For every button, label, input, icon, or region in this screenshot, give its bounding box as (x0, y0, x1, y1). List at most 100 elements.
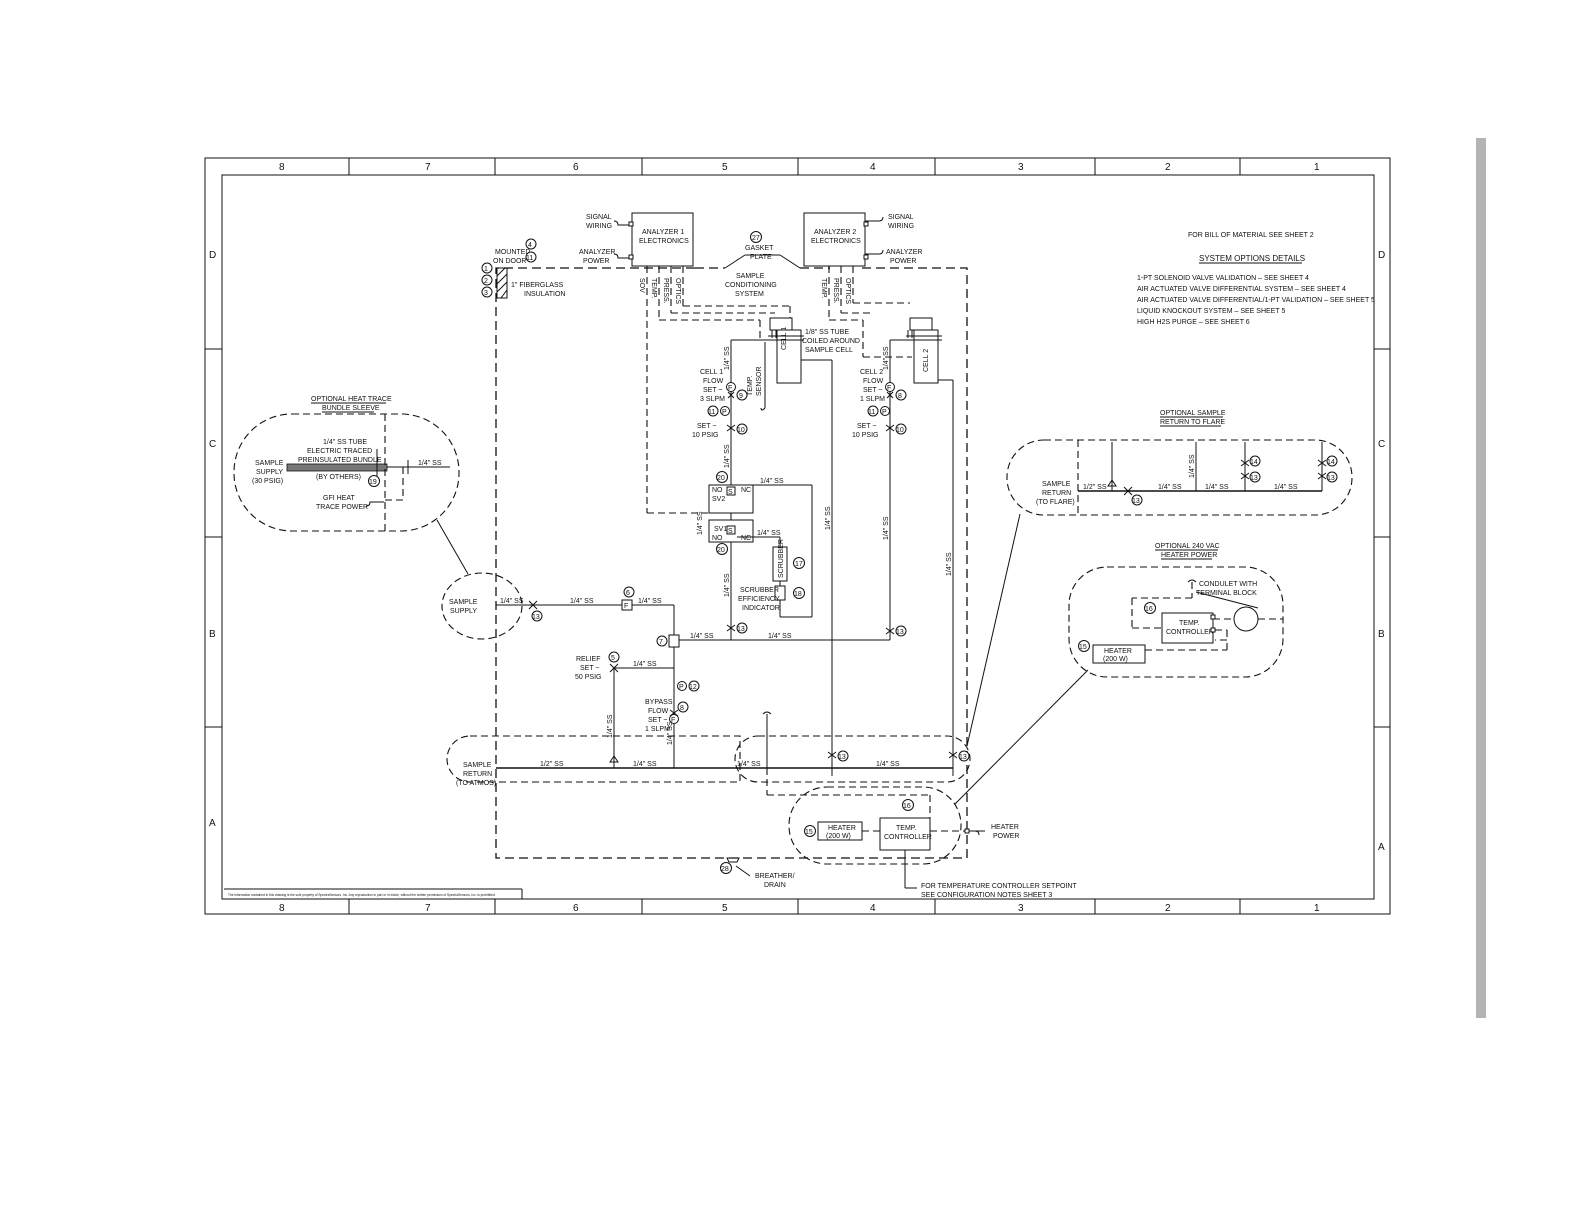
cell-1-pressure-symbol: P (722, 409, 727, 416)
zone-col-4-bottom: 4 (870, 903, 876, 914)
breather-drain: 28 BREATHER/ DRAIN (720, 857, 795, 889)
cell-2-flow-symbol: F (887, 385, 891, 392)
cell-1-tube-line3: SAMPLE CELL (805, 347, 853, 354)
bundle-line4: (BY OTHERS) (316, 474, 361, 481)
bundle-line2: ELECTRIC TRACED (307, 448, 372, 455)
heater240-heater-line2: (200 W) (1103, 656, 1128, 663)
option-item: AIR ACTUATED VALVE DIFFERENTIAL SYSTEM –… (1137, 286, 1346, 293)
zone-row-c: C (209, 439, 216, 450)
cell-1-set-line2: 10 PSIG (692, 432, 718, 439)
zone-row-a-right: A (1378, 842, 1385, 853)
main-ctrl: TEMP. (896, 825, 917, 832)
sample-supply-header: 13 1/4" SS 1/4" SS 1/4" SS F 6 7 1/4" SS… (496, 586, 890, 768)
tube-supply-b: 1/4" SS (570, 598, 594, 605)
cell-1-tube-line2: COILED AROUND (802, 338, 860, 345)
zone-row-d: D (209, 250, 216, 261)
cell-1-flow-line3: SET ~ (703, 387, 723, 394)
sample-supply-line1: SAMPLE (449, 599, 478, 606)
analyzer-1-name-line2: ELECTRONICS (639, 238, 689, 245)
cell-2-flow-line1: CELL 2 (860, 369, 883, 376)
callout-13: 13 (532, 614, 540, 621)
tube-return-half: 1/2" SS (540, 761, 564, 768)
flare-detail: OPTIONAL SAMPLE RETURN TO FLARE SAMPLE R… (966, 410, 1353, 747)
vertical-scrollbar[interactable] (1476, 138, 1486, 1018)
cell-1-tube-line1: 1/8" SS TUBE (805, 329, 849, 336)
tube-cell2-exhaust: 1/4" SS (946, 552, 953, 576)
mounted-label: MOUNTED ON DOOR 4 11 1 2 3 1" FIBERGLASS… (481, 238, 566, 298)
zone-col-3: 3 (1018, 162, 1024, 173)
callout-4: 4 (528, 242, 532, 249)
callout-13: 13 (1250, 475, 1258, 482)
flare-line2: RETURN (1042, 490, 1071, 497)
callout-28: 28 (721, 866, 729, 873)
cell-1-sensor-line2: SENSOR (756, 366, 763, 396)
callout-10: 10 (896, 427, 904, 434)
analyzer-1-signal: SIGNAL (586, 214, 612, 221)
sample-return-line2: RETURN (463, 771, 492, 778)
insulation-hatch (496, 267, 508, 299)
zone-col-2: 2 (1165, 162, 1171, 173)
sample-supply-line2: SUPPLY (450, 608, 477, 615)
callout-14: 14 (1250, 459, 1258, 466)
analyzer-1-power: ANALYZER (579, 249, 615, 256)
scrubber-name: SCRUBBER (778, 539, 785, 578)
option-item: 1-PT SOLENOID VALVE VALIDATION – SEE SHE… (1137, 275, 1309, 282)
heater-power-line1: HEATER (991, 824, 1019, 831)
callout-16: 16 (1145, 606, 1153, 613)
callout-16: 16 (903, 803, 911, 810)
gasket-label: GASKET (745, 245, 774, 252)
drawing-frame: 8 7 6 5 4 3 2 1 8 7 6 5 4 3 2 1 D C B A … (204, 157, 1391, 915)
callout-19: 19 (369, 479, 377, 486)
cell-2-flow-line2: FLOW (863, 378, 884, 385)
heater240-ctrl: TEMP. (1179, 620, 1200, 627)
tube-sv2: 1/4" SS (760, 478, 784, 485)
main-heater-detail: TEMP. CONTROLLER 16 HEATER (200 W) 15 HE… (766, 768, 1077, 899)
sv2-no: NO (712, 487, 723, 494)
bom-note: FOR BILL OF MATERIAL SEE SHEET 2 (1188, 232, 1314, 239)
analyzer-1-power-line2: POWER (583, 258, 609, 265)
heat-trace-title: OPTIONAL HEAT TRACE (311, 396, 392, 403)
bypass-label-line3: SET ~ (648, 717, 668, 724)
tube-sv-left: 1/4" SS (697, 511, 704, 535)
zone-col-3-bottom: 3 (1018, 903, 1024, 914)
tube-bundle-out: 1/4" SS (418, 460, 442, 467)
conduit-line2: TERMINAL BLOCK (1196, 590, 1257, 597)
sv1-nc: NC (741, 535, 751, 542)
sv2-solenoid-symbol: S (728, 489, 733, 496)
callout-11: 11 (868, 409, 875, 416)
sv2-nc: NC (741, 487, 751, 494)
analyzer-1-block: ANALYZER 1 ELECTRONICS SIGNAL WIRING ANA… (579, 212, 694, 267)
sv2-label: SV2 (712, 496, 725, 503)
callout-6: 6 (626, 590, 630, 597)
option-item: AIR ACTUATED VALVE DIFFERENTIAL/1-PT VAL… (1137, 297, 1375, 304)
conditioning-line1: SAMPLE (736, 273, 765, 280)
callout-13: 13 (838, 754, 846, 761)
heat-trace-supply-line3: (30 PSIG) (252, 478, 283, 485)
gasket-plate-label: 27 GASKET PLATE (745, 231, 774, 261)
callout-11: 11 (526, 255, 533, 262)
tube-cell2-a: 1/4" SS (883, 346, 890, 370)
sample-return-line1: SAMPLE (463, 762, 492, 769)
sample-return-line3: (TO ATMOS) (456, 780, 496, 787)
cell-2-pressure-symbol: P (882, 409, 887, 416)
callout-8: 8 (898, 393, 902, 400)
analyzer-2-signal-line2: WIRING (888, 223, 914, 230)
tube-cell1-b: 1/4" SS (724, 444, 731, 468)
callout-5: 5 (611, 655, 615, 662)
heat-trace-detail: OPTIONAL HEAT TRACE BUNDLE SLEEVE 1/4" S… (233, 396, 460, 532)
zone-row-d-right: D (1378, 250, 1385, 261)
tube-flare-half: 1/2" SS (1083, 484, 1107, 491)
relief-label: RELIEF (576, 656, 601, 663)
gasket-label-line2: PLATE (750, 254, 772, 261)
cell-1-flow-line1: CELL 1 (700, 369, 723, 376)
zone-col-1-bottom: 1 (1314, 903, 1320, 914)
flare-title-line2: RETURN TO FLARE (1160, 419, 1225, 426)
heater240-title: OPTIONAL 240 VAC (1155, 543, 1220, 550)
cell-2-set-line2: 10 PSIG (852, 432, 878, 439)
cell-2-set: SET ~ (857, 423, 877, 430)
option-item: LIQUID KNOCKOUT SYSTEM – SEE SHEET 5 (1137, 308, 1285, 315)
heater-power-line2: POWER (993, 833, 1019, 840)
zone-col-8-bottom: 8 (279, 903, 285, 914)
sample-supply-balloon: SAMPLE SUPPLY (436, 519, 523, 640)
flare-line3: (TO FLARE) (1036, 499, 1075, 506)
